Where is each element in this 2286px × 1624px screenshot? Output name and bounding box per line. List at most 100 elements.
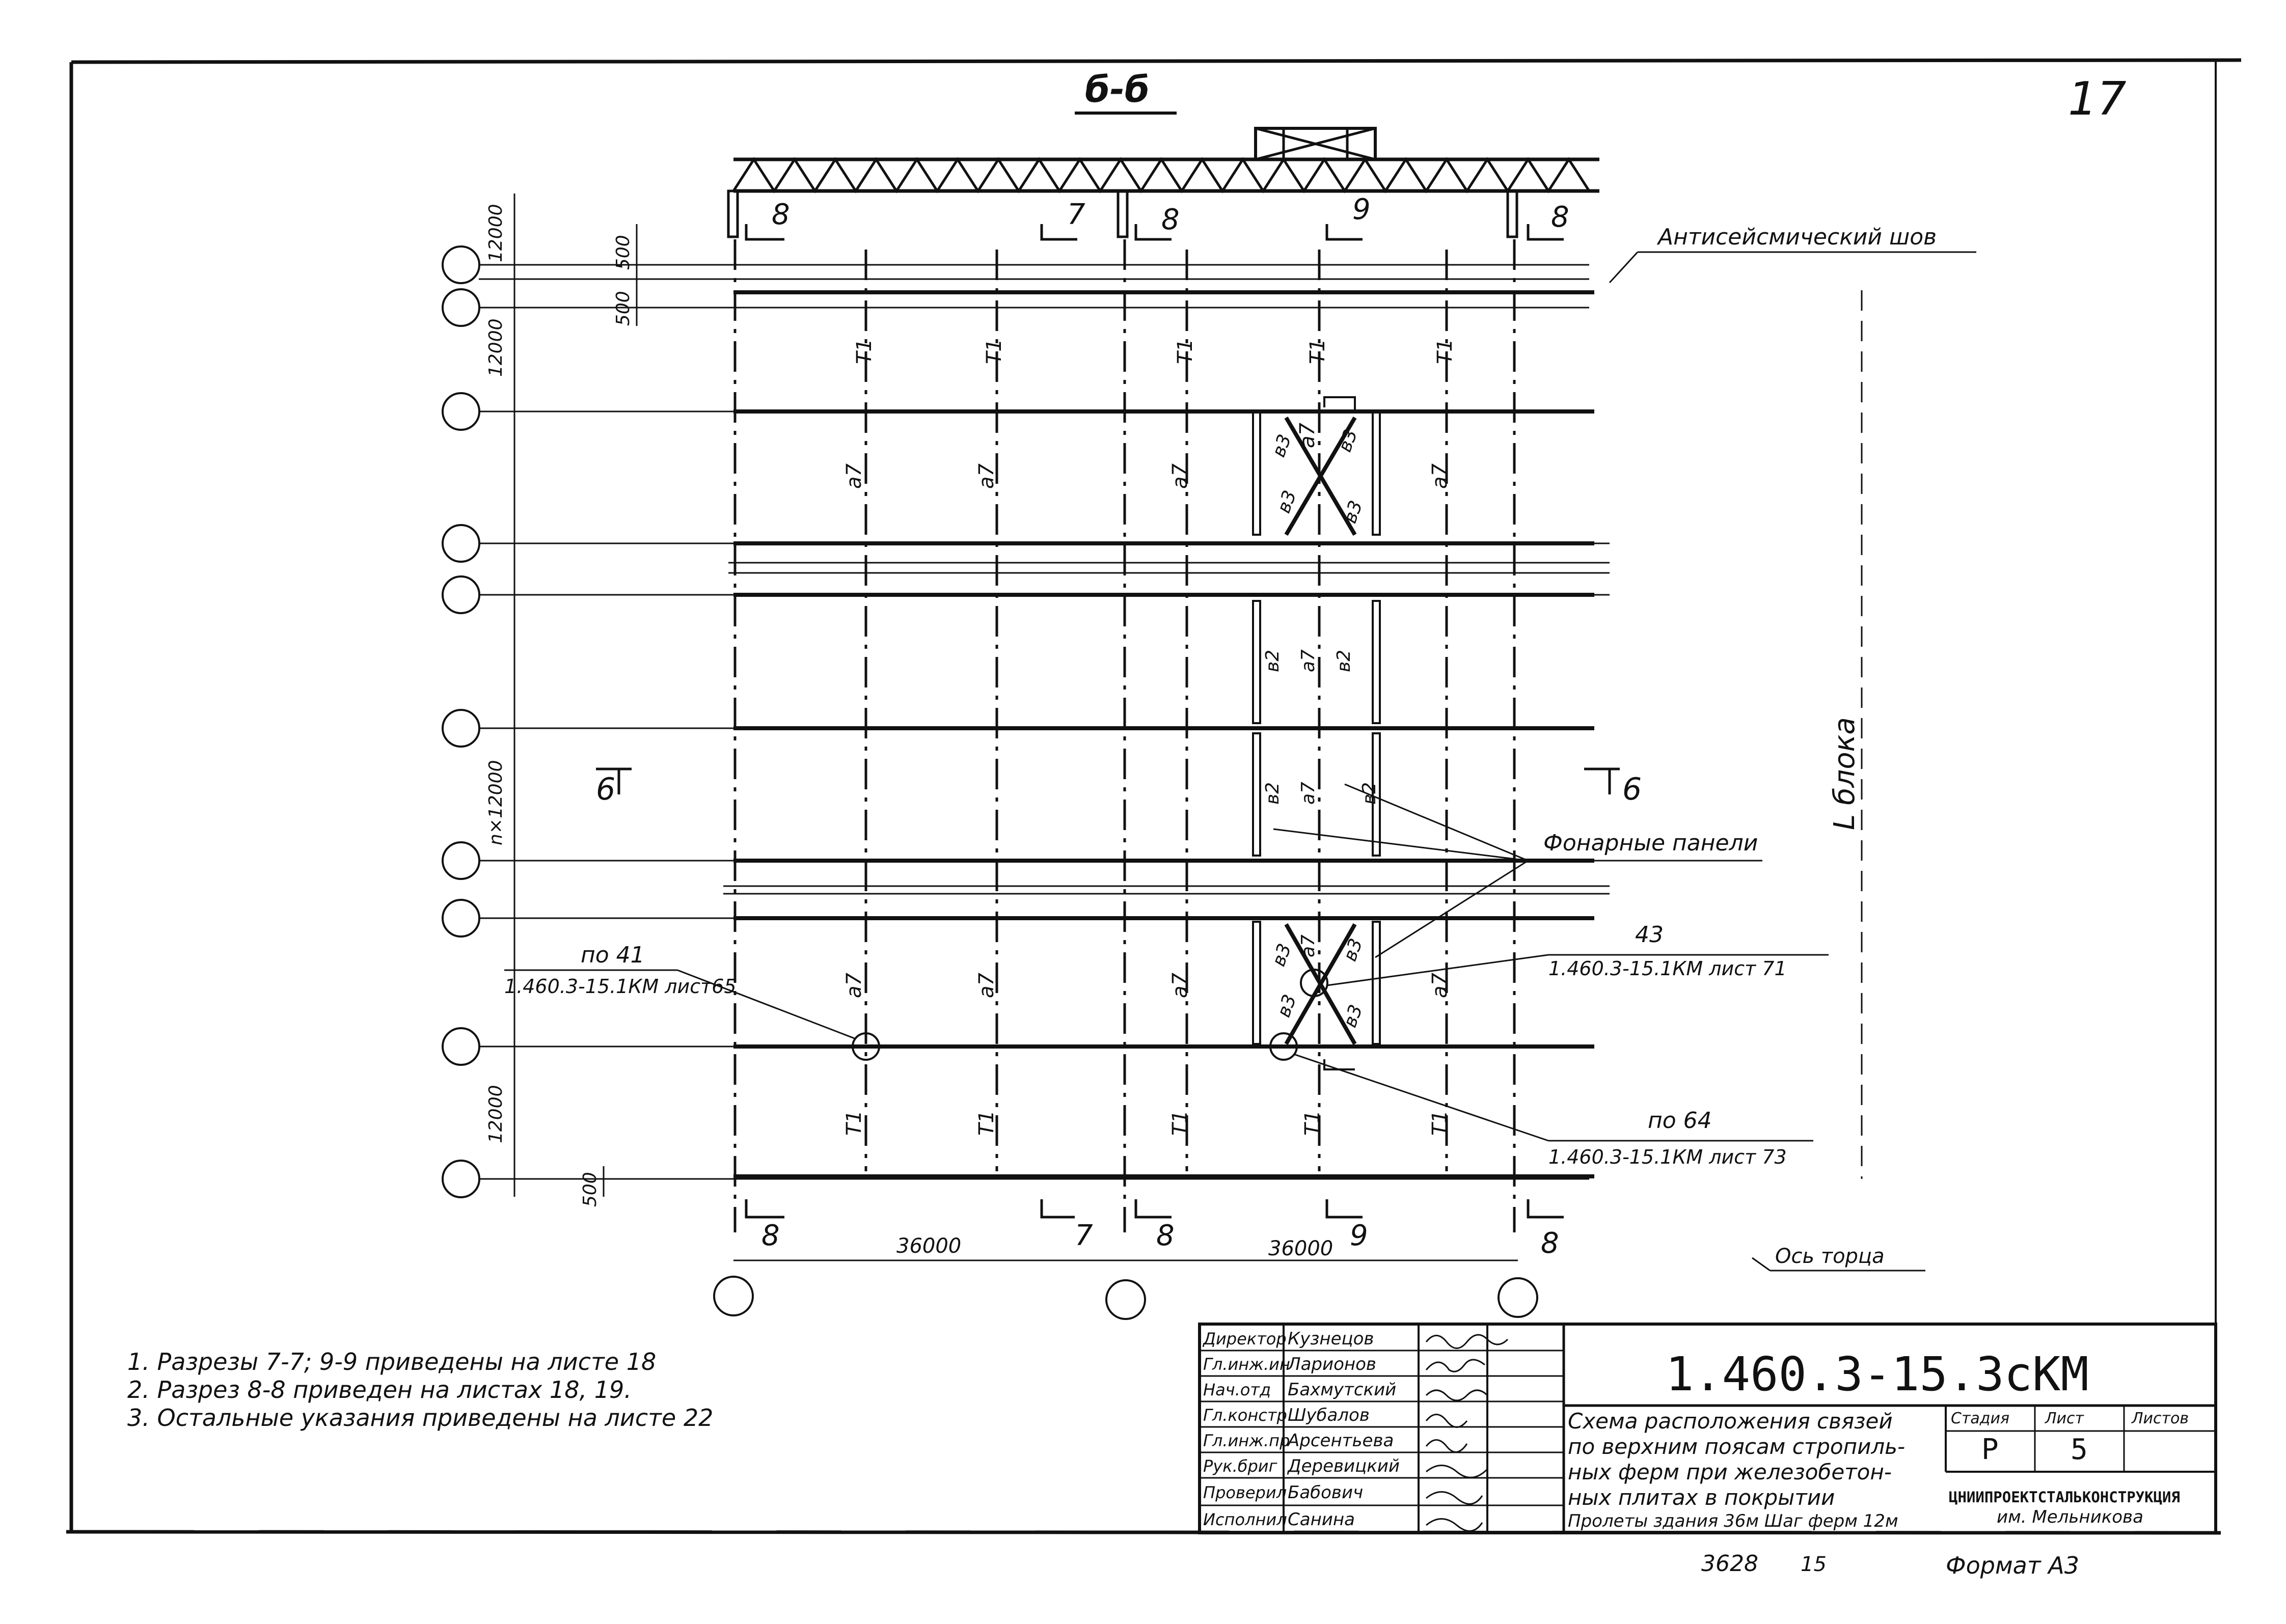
label-a7: а7	[1298, 934, 1319, 957]
dim-12000: 12000	[485, 318, 506, 377]
label-a7: а7	[1168, 463, 1192, 489]
callout-node: по 41	[581, 942, 645, 968]
section-mark-8: 8	[1551, 201, 1569, 234]
dimensions: 12000 500 500 12000 n×12000 12000 500 36…	[485, 194, 1863, 1261]
callout-ref: 1.460.3-15.1КМ лист65	[504, 975, 737, 998]
label-t1: Т1	[1306, 339, 1329, 364]
label-t1: Т1	[1168, 1110, 1192, 1136]
section-mark-8: 8	[1156, 1219, 1175, 1252]
section-title-text: б-б	[1085, 69, 1150, 111]
label-t1: Т1	[1433, 339, 1457, 364]
sheet-header: Лист	[2045, 1410, 2085, 1427]
page-number: 17	[2068, 72, 2127, 126]
label-v3: в3	[1268, 941, 1296, 969]
label-v3: в3	[1268, 432, 1296, 460]
note-line: 1. Разрезы 7-7; 9-9 приведены на листе 1…	[127, 1348, 656, 1375]
label-v3: в3	[1340, 498, 1367, 526]
signatory-role: Гл.констр	[1203, 1406, 1287, 1425]
label-a7: а7	[975, 463, 998, 489]
grid-bubble	[442, 1160, 480, 1198]
dim-36000: 36000	[1268, 1237, 1333, 1260]
signatory-role: Гл.инж.пр	[1203, 1431, 1290, 1450]
node-marker	[1269, 1032, 1298, 1061]
column-axes	[733, 239, 1516, 1232]
grid-bubble	[1498, 1277, 1538, 1318]
grid-bubble	[442, 524, 480, 563]
general-notes: 1. Разрезы 7-7; 9-9 приведены на листе 1…	[127, 1348, 713, 1432]
label-t1: Т1	[975, 1110, 998, 1136]
sheet-number: 5	[2071, 1433, 2088, 1466]
sheet-frame	[66, 58, 2242, 1535]
label-t1: Т1	[1428, 1110, 1452, 1136]
section-mark-8: 8	[1161, 203, 1180, 236]
grid-bubble	[442, 1027, 480, 1066]
grid-bubble	[442, 575, 480, 614]
member-labels: Т1 Т1 Т1 Т1 Т1 а7 а7 а7 а7 а7 в3 в3 в3 в…	[842, 339, 1457, 1136]
dim-500: 500	[613, 291, 634, 326]
footer-mark: 15	[1801, 1553, 1827, 1576]
signatory-name: Кузнецов	[1288, 1329, 1374, 1349]
section-mark-8: 8	[761, 1219, 780, 1252]
label-t1: Т1	[983, 339, 1006, 364]
signatory-role: Рук.бриг	[1203, 1456, 1277, 1476]
label-t1: Т1	[853, 339, 876, 364]
lantern-bracing	[1252, 396, 1381, 1070]
title-block: Директор Кузнецов Гл.инж.ин Ларионов Нач…	[1198, 1323, 2217, 1534]
footer: 3628 15 Формат А3	[1701, 1551, 2079, 1579]
end-axis-label: Ось торца	[1775, 1245, 1885, 1268]
section-mark-7: 7	[1067, 198, 1085, 231]
grid-bubble	[1105, 1279, 1146, 1320]
stage-header: Стадия	[1951, 1410, 2009, 1427]
break-lines	[723, 562, 1610, 895]
signatory-name: Бабович	[1288, 1482, 1363, 1503]
label-t1: Т1	[1174, 339, 1197, 364]
dim-12000: 12000	[485, 1085, 506, 1143]
section-title: б-б	[1075, 69, 1177, 115]
node-marker	[1300, 969, 1328, 997]
section-mark-9: 9	[1352, 193, 1371, 226]
document-code: 1.460.3-15.3сКМ	[1666, 1347, 2089, 1401]
signatory-name: Деревицкий	[1287, 1456, 1400, 1476]
note-line: 2. Разрез 8-8 приведен на листах 18, 19.	[127, 1376, 632, 1403]
block-length: L блока	[1828, 717, 1861, 830]
dim-500: 500	[580, 1172, 601, 1207]
grid-bubble	[442, 245, 480, 284]
organization: ЦНИИПРОЕКТСТАЛЬКОНСТРУКЦИЯ	[1949, 1489, 2180, 1506]
format-label: Формат А3	[1946, 1552, 2079, 1579]
label-a7: а7	[842, 463, 866, 489]
label-v2: в2	[1334, 650, 1354, 672]
grid-bubble	[713, 1276, 754, 1316]
signature-scribbles	[1425, 1334, 1509, 1532]
grid-bubble	[442, 841, 480, 880]
grid-bubble	[442, 392, 480, 431]
signatory-role: Проверил	[1203, 1483, 1287, 1502]
label-v3: в3	[1273, 488, 1301, 516]
annotations: Антисейсмический шов Фонарные панели по …	[504, 224, 1976, 1272]
rafter-trusses	[733, 290, 1594, 1178]
signatory-name: Бахмутский	[1288, 1380, 1396, 1400]
label-v2: в2	[1359, 782, 1380, 805]
label-v3: в3	[1273, 992, 1301, 1020]
dim-500: 500	[613, 235, 634, 270]
label-a7: а7	[975, 972, 998, 998]
description-line: по верхним поясам стропиль-	[1568, 1434, 1905, 1459]
signatory-name: Санина	[1288, 1509, 1355, 1530]
dim-12000: 12000	[485, 204, 506, 262]
truss-elevation	[727, 127, 1599, 238]
callout-ref: 1.460.3-15.1КМ лист 71	[1548, 957, 1787, 980]
section-mark-6: 6	[1622, 772, 1642, 807]
label-a7: а7	[1428, 972, 1452, 998]
antiseismic-joint-label: Антисейсмический шов	[1656, 224, 1937, 250]
dim-36000: 36000	[896, 1234, 961, 1258]
sheets-header: Листов	[2131, 1410, 2189, 1427]
label-a7: а7	[1428, 463, 1452, 489]
label-v3: в3	[1335, 427, 1362, 455]
section-marks: 8 7 8 9 8 8 7 8 9 8 6 6	[596, 193, 1642, 1260]
description-line: Пролеты здания 36м Шаг ферм 12м	[1568, 1511, 1898, 1531]
label-t1: Т1	[842, 1110, 866, 1136]
section-mark-9: 9	[1350, 1219, 1368, 1252]
signatory-name: Арсентьева	[1287, 1430, 1394, 1451]
signatory-name: Шубалов	[1288, 1405, 1370, 1425]
label-a7: а7	[1298, 782, 1319, 805]
